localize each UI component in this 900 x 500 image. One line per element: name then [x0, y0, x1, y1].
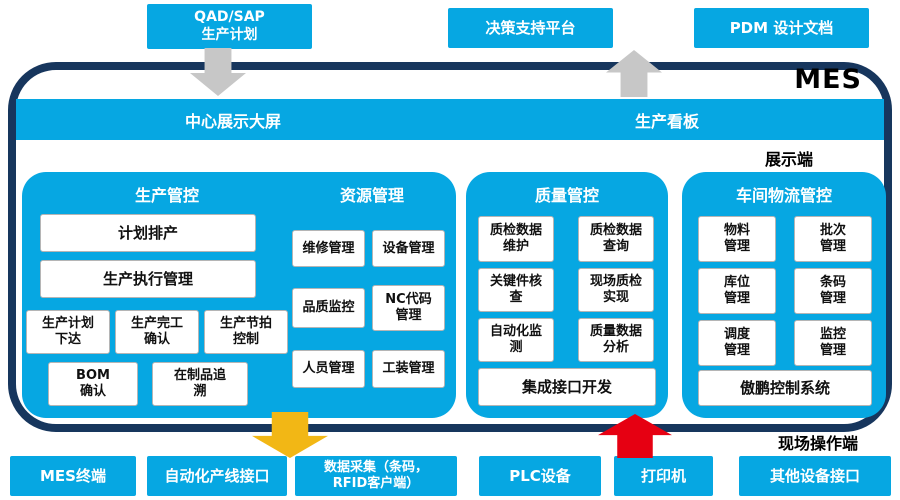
module-takt-control: 生产节拍 控制 [204, 310, 288, 354]
module-key-part-check: 关键件核 查 [478, 268, 554, 312]
module-monitor-mgmt: 监控 管理 [794, 320, 872, 366]
module-onsite-inspection: 现场质检 实现 [578, 268, 654, 312]
production-kanban-label: 生产看板 [634, 111, 699, 131]
device-automation-line-interface: 自动化产线接口 [147, 456, 287, 496]
module-wip-trace: 在制品追 溯 [152, 362, 248, 406]
quality-control-title: 质量管控 [534, 186, 599, 205]
production-control-title: 生产管控 [134, 186, 199, 205]
module-integration-interface: 集成接口开发 [478, 368, 656, 406]
panel-quality-control: 质量管控 质检数据 维护 质检数据 查询 关键件核 查 现场质检 实现 自动化监… [466, 172, 668, 418]
module-material-mgmt: 物料 管理 [698, 216, 776, 262]
display-bar: 中心展示大屏 生产看板 [16, 99, 884, 140]
module-plan-release: 生产计划 下达 [26, 310, 110, 354]
module-inspection-data-maintain: 质检数据 维护 [478, 216, 554, 262]
external-system-decision-support: 决策支持平台 [448, 8, 613, 48]
panel-production-resource: 生产管控 资源管理 计划排产 生产执行管理 生产计划 下达 生产完工 确认 生产… [22, 172, 456, 418]
device-mes-terminal: MES终端 [10, 456, 136, 496]
module-bom-confirm: BOM 确认 [48, 362, 138, 406]
device-plc: PLC设备 [479, 456, 601, 496]
module-personnel: 人员管理 [292, 350, 365, 388]
resource-management-title: 资源管理 [339, 186, 404, 205]
module-quality-data-analysis: 质量数据 分析 [578, 318, 654, 362]
module-aopeng-control-system: 傲鹏控制系统 [698, 370, 872, 406]
module-production-execution: 生产执行管理 [40, 260, 256, 298]
mes-title: MES [794, 64, 862, 95]
module-batch-mgmt: 批次 管理 [794, 216, 872, 262]
device-printer: 打印机 [614, 456, 713, 496]
module-quality-monitor: 品质监控 [292, 288, 365, 328]
module-plan-scheduling: 计划排产 [40, 214, 256, 252]
field-operation-side-label: 现场操作端 [777, 434, 858, 453]
module-completion-confirm: 生产完工 确认 [115, 310, 199, 354]
external-system-qad-sap: QAD/SAP 生产计划 [147, 4, 312, 49]
center-display-screen-label: 中心展示大屏 [184, 111, 281, 131]
workshop-logistics-title: 车间物流管控 [735, 186, 832, 205]
module-equipment: 设备管理 [372, 230, 445, 267]
device-data-collection: 数据采集（条码， RFID客户端） [295, 456, 457, 496]
module-inspection-data-query: 质检数据 查询 [578, 216, 654, 262]
external-system-pdm: PDM 设计文档 [694, 8, 869, 48]
module-barcode-mgmt: 条码 管理 [794, 268, 872, 314]
module-auto-monitoring: 自动化监 测 [478, 318, 554, 362]
module-dispatch-mgmt: 调度 管理 [698, 320, 776, 366]
module-tooling: 工装管理 [372, 350, 445, 388]
module-location-mgmt: 库位 管理 [698, 268, 776, 314]
module-nc-code: NC代码 管理 [372, 285, 445, 331]
panel-workshop-logistics: 车间物流管控 物料 管理 批次 管理 库位 管理 条码 管理 调度 管理 监控 … [682, 172, 886, 418]
display-side-label: 展示端 [764, 150, 813, 169]
module-maintenance: 维修管理 [292, 230, 365, 267]
device-other-equipment-interface: 其他设备接口 [739, 456, 891, 496]
